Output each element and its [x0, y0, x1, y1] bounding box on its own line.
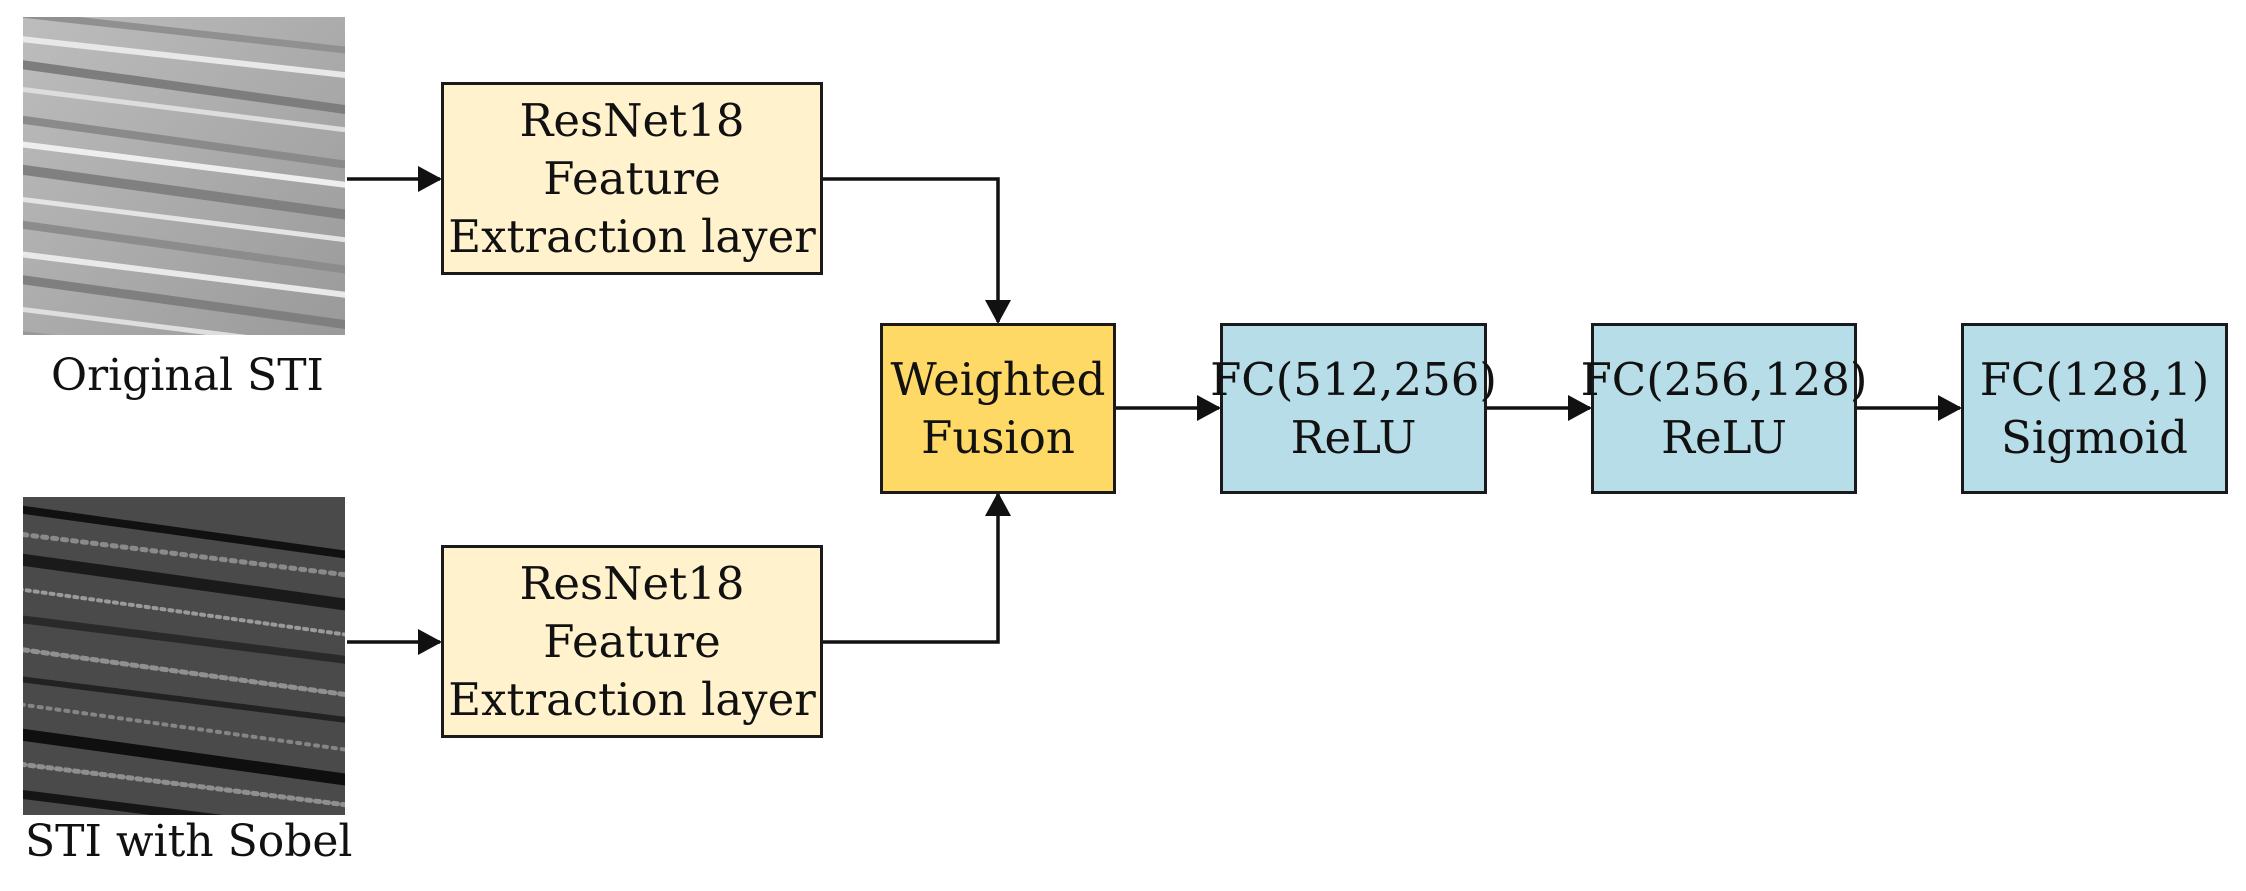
resnet18-bottom-block: ResNet18 Feature Extraction layer: [441, 545, 823, 738]
arrow-resnet-top-to-fusion: [822, 177, 1003, 322]
sobel-sti-image: [23, 497, 345, 815]
fc3-line1: FC(128,1): [1979, 352, 2210, 406]
fc2-line2: ReLU: [1661, 410, 1787, 464]
fc1-line2: ReLU: [1290, 410, 1417, 464]
original-sti-image: [23, 17, 345, 335]
resnet18-bottom-line1: ResNet18: [519, 556, 745, 610]
fusion-line1: Weighted: [890, 352, 1106, 406]
weighted-fusion-block: Weighted Fusion: [880, 323, 1116, 494]
original-sti-caption: Original STI: [51, 350, 324, 401]
resnet18-top-line1: ResNet18: [519, 93, 745, 147]
fusion-line2: Fusion: [921, 410, 1075, 464]
resnet18-bottom-line2: Feature: [543, 614, 721, 668]
resnet18-top-line3: Extraction layer: [448, 209, 816, 263]
fc3-block: FC(128,1) Sigmoid: [1961, 323, 2228, 494]
fc1-line1: FC(512,256): [1210, 352, 1497, 406]
arrow-resnet-bottom-to-fusion: [822, 494, 1003, 644]
resnet18-top-block: ResNet18 Feature Extraction layer: [441, 82, 823, 275]
resnet18-top-line2: Feature: [543, 151, 721, 205]
sobel-sti-caption: STI with Sobel: [25, 816, 353, 867]
fc2-line1: FC(256,128): [1580, 352, 1868, 406]
fc2-block: FC(256,128) ReLU: [1581, 323, 1867, 494]
fc1-block: FC(512,256) ReLU: [1210, 323, 1497, 494]
fc3-line2: Sigmoid: [2001, 410, 2188, 464]
resnet18-bottom-line3: Extraction layer: [448, 672, 816, 726]
